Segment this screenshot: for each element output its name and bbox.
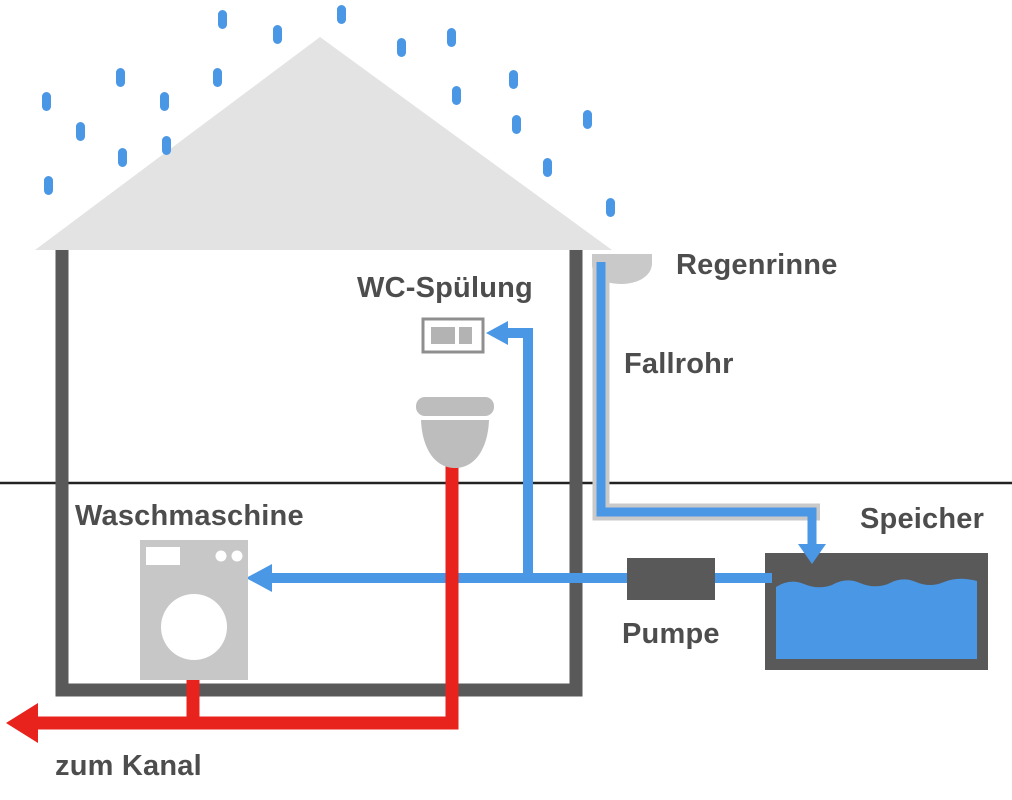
rain-drop — [76, 122, 85, 141]
washing-machine-panel — [146, 547, 180, 565]
label-fallrohr: Fallrohr — [624, 348, 734, 380]
washing-machine-door — [161, 594, 227, 660]
rain-drop — [452, 86, 461, 105]
washing-machine-knob — [231, 550, 243, 562]
label-wc-spuelung: WC-Spülung — [357, 272, 533, 304]
rain-drop — [160, 92, 169, 111]
rain-drop — [447, 28, 456, 47]
rain-drop — [337, 5, 346, 24]
rain-drop — [118, 148, 127, 167]
pump — [627, 558, 715, 600]
downpipe-gray — [592, 268, 820, 521]
washing-machine-knob — [215, 550, 227, 562]
toilet-bowl — [421, 420, 489, 468]
rain-drop — [218, 10, 227, 29]
rain-drop — [44, 176, 53, 195]
rain-drop — [42, 92, 51, 111]
wc-supply-pipe — [502, 328, 533, 583]
arrow-to-sewer — [6, 703, 38, 743]
arrow-to-washer — [246, 564, 272, 592]
rain-drop — [606, 198, 615, 217]
rain-drop — [162, 136, 171, 155]
house-roof — [35, 37, 612, 250]
rain-drop — [583, 110, 592, 129]
rain-drop — [213, 68, 222, 87]
arrow-to-wc — [486, 321, 508, 345]
rain-drop — [397, 38, 406, 57]
flush-button-small — [459, 327, 472, 344]
label-zum-kanal: zum Kanal — [55, 750, 202, 782]
rain-drop — [509, 70, 518, 89]
rain-drop — [512, 115, 521, 134]
rain-drop — [273, 25, 282, 44]
rainwater-pipe — [596, 262, 817, 546]
toilet-tank — [416, 397, 494, 416]
tank-water — [776, 578, 977, 659]
toilet-waste-pipe — [34, 462, 459, 730]
arrow-into-tank — [798, 544, 826, 564]
label-regenrinne: Regenrinne — [676, 249, 838, 281]
rain-drop — [116, 68, 125, 87]
label-waschmaschine: Waschmaschine — [75, 500, 304, 532]
label-pumpe: Pumpe — [622, 618, 720, 650]
rain-drop — [543, 158, 552, 177]
label-speicher: Speicher — [860, 503, 985, 535]
house-walls — [55, 250, 583, 697]
flush-button-large — [431, 327, 455, 344]
